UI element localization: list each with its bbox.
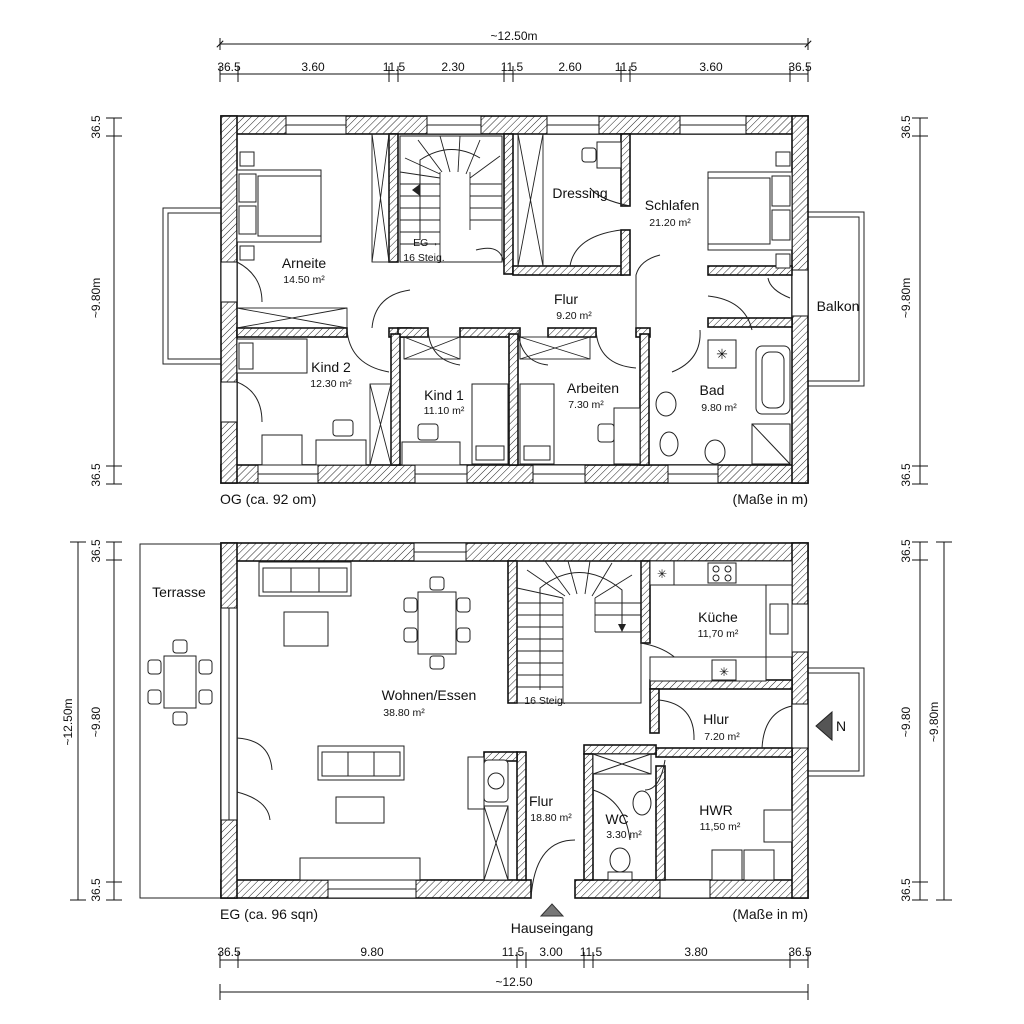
og-room-balkon: Balkon — [817, 298, 860, 314]
eg-room-terrasse: Terrasse — [152, 584, 206, 600]
og-top-dimensions: ~12.50m 36.5 3.60 11.5 2.30 11.5 2.60 11… — [216, 29, 812, 82]
og-room-flur: Flur — [554, 291, 578, 307]
og-area-kind1: 11.10 m² — [424, 405, 465, 417]
og-dim-7: 11.5 — [615, 60, 638, 74]
og-left-dim-bot: 36.5 — [89, 463, 103, 487]
eg-area-hlur: 7.20 m² — [704, 731, 740, 743]
eg-right-dimensions: 36.5 ~9.80 36.5 ~9.80m — [899, 539, 952, 902]
eg-right-outer-dim: ~9.80m — [927, 702, 941, 742]
og-room-bad: Bad — [700, 382, 725, 398]
entrance-label: Hauseingang — [511, 920, 594, 936]
og-room-kind1: Kind 1 — [424, 387, 464, 403]
og-dim-1: 36.5 — [217, 60, 241, 74]
og-area-arbeiten: 7.30 m² — [568, 399, 604, 411]
eg-area-wc: 3.30 m² — [606, 829, 642, 841]
og-dim-2: 3.60 — [301, 60, 325, 74]
eg-caption: EG (ca. 96 sqn) — [220, 906, 318, 922]
eg-bottom-dimensions: 36.5 9.80 11.5 3.00 11.5 3.80 36.5 ~12.5… — [217, 945, 812, 1000]
eg-left-dim-mid: ~9.80 — [89, 706, 103, 737]
og-area-kind2: 12.30 m² — [310, 378, 352, 390]
og-caption: OG (ca. 92 om) — [220, 491, 316, 507]
og-area-flur: 9.20 m² — [556, 310, 592, 322]
og-room-arbeiten: Arbeiten — [567, 380, 619, 396]
og-area-bad: 9.80 m² — [701, 402, 737, 414]
eg-area-kueche: 11,70 m² — [698, 628, 739, 640]
svg-text:✳: ✳ — [716, 346, 728, 362]
eg-left-dim-bot: 36.5 — [89, 878, 103, 902]
og-dim-4: 2.30 — [441, 60, 465, 74]
og-left-dimensions: 36.5 ~9.80m 36.5 — [89, 115, 122, 487]
og-dim-9: 36.5 — [788, 60, 812, 74]
eg-area-hwr: 11,50 m² — [700, 821, 741, 833]
eg-dim-6: 3.80 — [684, 945, 708, 959]
eg-area-flur: 18.80 m² — [530, 812, 572, 824]
eg-left-dimensions: ~12.50m 36.5 ~9.80 36.5 — [61, 539, 122, 902]
eg-room-wc: WC — [605, 811, 628, 827]
eg-dim-2: 9.80 — [360, 945, 384, 959]
og-staircase — [399, 135, 503, 263]
og-furniture: ✳ — [236, 141, 793, 466]
og-room-arbeite: Arneite — [282, 255, 327, 271]
entrance-marker: Hauseingang — [511, 903, 594, 936]
eg-dim-5: 11.5 — [580, 945, 603, 959]
og-room-kind2: Kind 2 — [311, 359, 351, 375]
og-stairs-steps: 16 Steig. — [403, 252, 444, 264]
og-left-dim-top: 36.5 — [89, 115, 103, 139]
svg-text:✳: ✳ — [719, 665, 729, 679]
og-dim-5: 11.5 — [501, 60, 524, 74]
eg-right-dim-mid: ~9.80 — [899, 706, 913, 737]
eg-plan: ✳ ✳ — [139, 542, 865, 899]
og-right-dim-mid: ~9.80m — [899, 278, 913, 318]
entrance-arrow-icon — [539, 903, 565, 917]
eg-right-dim-top: 36.5 — [899, 539, 913, 563]
eg-dim-3: 11.5 — [502, 945, 525, 959]
north-arrow-icon: N — [815, 710, 846, 742]
og-left-balcony — [162, 207, 222, 365]
og-right-dimensions: 36.5 ~9.80m 36.5 — [899, 115, 928, 487]
eg-dim-1: 36.5 — [217, 945, 241, 959]
og-dim-3: 11.5 — [383, 60, 406, 74]
eg-room-wohnen: Wohnen/Essen — [382, 687, 477, 703]
eg-total-dim: ~12.50 — [495, 975, 532, 989]
og-plan: ✳ Arneite 14.50 m² EG→ 16 Steig. Dressin… — [162, 115, 865, 484]
eg-room-kueche: Küche — [698, 609, 738, 625]
og-right-dim-top: 36.5 — [899, 115, 913, 139]
og-room-dressing: Dressing — [552, 185, 607, 201]
eg-staircase — [516, 560, 642, 704]
og-right-dim-bot: 36.5 — [899, 463, 913, 487]
eg-stairs-steps: 16 Steig. — [524, 695, 565, 707]
og-dim-6: 2.60 — [558, 60, 582, 74]
eg-left-dim-top: 36.5 — [89, 539, 103, 563]
eg-furniture — [147, 561, 793, 881]
eg-room-hlur: Hlur — [703, 711, 729, 727]
north-label: N — [836, 718, 846, 734]
og-left-dim-mid: ~9.80m — [89, 278, 103, 318]
eg-room-flur: Flur — [529, 793, 553, 809]
og-stairs-direction: EG→ — [413, 237, 439, 249]
eg-left-outer-dim: ~12.50m — [61, 698, 75, 745]
eg-area-wohnen: 38.80 m² — [383, 707, 425, 719]
og-area-arbeite: 14.50 m² — [283, 274, 325, 286]
og-wardrobes — [236, 133, 591, 466]
og-dim-8: 3.60 — [699, 60, 723, 74]
og-total-dim: ~12.50m — [490, 29, 537, 43]
og-room-schlafen: Schlafen — [645, 197, 699, 213]
og-units-note: (Maße in m) — [733, 491, 808, 507]
eg-kitchen-fixtures: ✳ ✳ — [649, 560, 793, 682]
svg-text:✳: ✳ — [657, 567, 667, 581]
eg-units-note: (Maße in m) — [733, 906, 808, 922]
eg-right-dim-bot: 36.5 — [899, 878, 913, 902]
eg-dim-7: 36.5 — [788, 945, 812, 959]
eg-room-hwr: HWR — [699, 802, 732, 818]
og-area-schlafen: 21.20 m² — [649, 217, 691, 229]
eg-dim-4: 3.00 — [539, 945, 563, 959]
